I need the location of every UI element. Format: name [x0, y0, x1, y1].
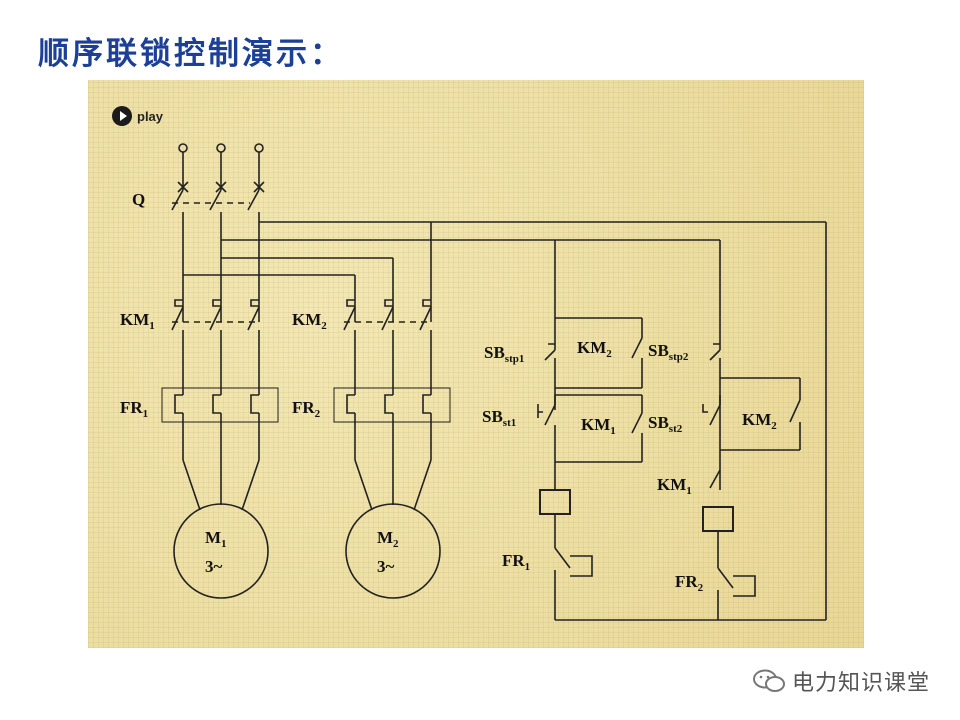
km2-feed	[183, 257, 394, 322]
ctrl-fr2-label: FR2	[675, 572, 704, 594]
sbst1-label: SBst1	[482, 407, 516, 429]
page-title: 顺序联锁控制演示：	[38, 36, 344, 72]
power-terminals	[177, 143, 265, 193]
m2-label: M2	[377, 528, 399, 550]
sbstp1-label: SBstp1	[484, 343, 524, 365]
m1-phase: 3~	[205, 557, 223, 576]
diagram-board	[88, 80, 864, 648]
m2-phase: 3~	[377, 557, 395, 576]
sbst2-label: SBst2	[648, 413, 683, 435]
fr2-thermal-relay	[333, 387, 451, 511]
ctrl-km2-interlock-label: KM2	[577, 338, 612, 360]
control-branch-km2	[702, 340, 801, 620]
fr1-label: FR1	[120, 398, 148, 420]
ctrl-km1-hold-label: KM1	[581, 415, 616, 437]
q-label: Q	[132, 190, 145, 209]
km1-main-contacts	[171, 299, 260, 395]
watermark-text: 电力知识课堂	[791, 671, 930, 696]
km1-label: KM1	[120, 310, 155, 332]
ctrl-km1-seq-label: KM1	[657, 475, 692, 497]
km2-label: KM2	[292, 310, 327, 332]
control-branch-km1	[537, 317, 643, 620]
fr1-thermal-relay	[161, 387, 279, 511]
play-icon	[112, 106, 132, 126]
km2-main-contacts	[343, 299, 432, 395]
motor-m2	[345, 503, 441, 599]
sbstp2-label: SBstp2	[648, 341, 689, 363]
play-label: play	[137, 108, 164, 124]
play-button[interactable]: play	[112, 106, 163, 126]
motor-m1	[173, 503, 269, 599]
fr2-label: FR2	[292, 398, 321, 420]
main-switch-q	[171, 189, 260, 322]
m1-label: M1	[205, 528, 227, 550]
chat-bubble-icon	[752, 669, 785, 692]
ctrl-km2-hold-label: KM2	[742, 410, 777, 432]
ctrl-fr1-label: FR1	[502, 551, 530, 573]
watermark: 电力知识课堂	[752, 665, 930, 697]
